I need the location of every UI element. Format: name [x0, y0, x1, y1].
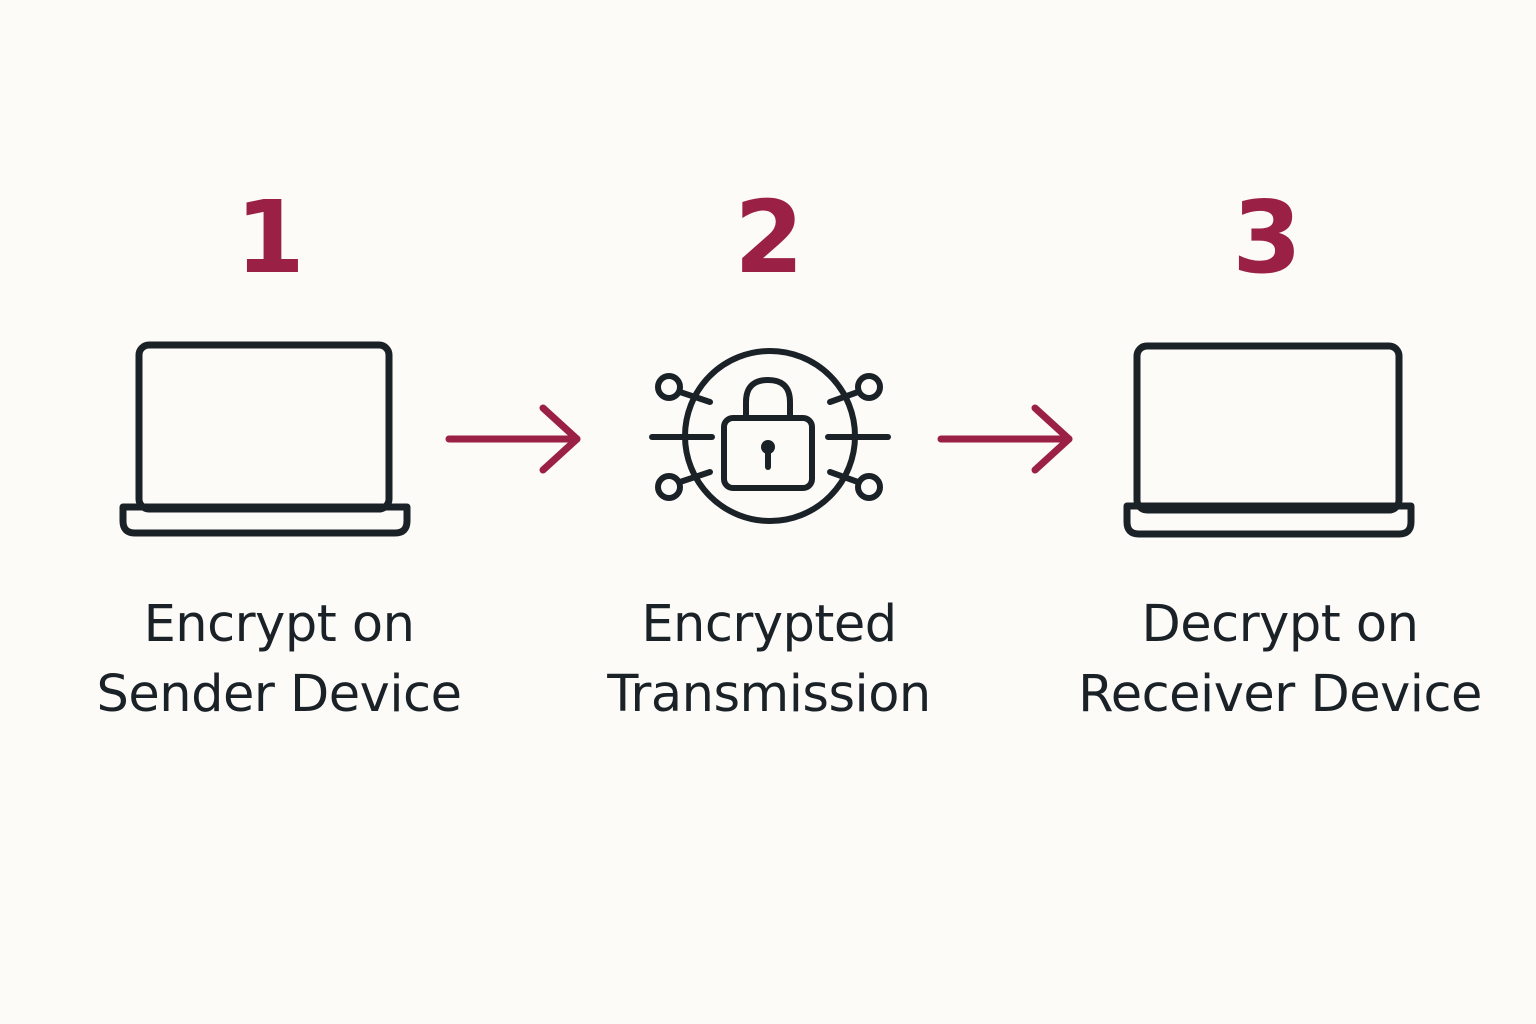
- step-3-label: Decrypt on Receiver Device: [1060, 590, 1500, 730]
- step-3-label-line2: Receiver Device: [1078, 665, 1482, 724]
- encrypted-network-lock-icon: [649, 348, 891, 524]
- step-2-label: Encrypted Transmission: [549, 590, 989, 730]
- step-1-number: 1: [235, 179, 305, 296]
- step-1-label: Encrypt on Sender Device: [59, 590, 499, 730]
- step-3-label-line1: Decrypt on: [1141, 595, 1419, 654]
- arrow-right-icon: [937, 404, 1073, 474]
- step-1-label-line2: Sender Device: [96, 665, 462, 724]
- arrow-right-icon: [445, 404, 581, 474]
- step-2-label-line1: Encrypted: [641, 595, 897, 654]
- step-2-label-line2: Transmission: [607, 665, 931, 724]
- receiver-laptop-icon: [1123, 342, 1415, 538]
- step-2-number: 2: [734, 179, 804, 296]
- sender-laptop-icon: [119, 341, 411, 537]
- step-1-label-line1: Encrypt on: [143, 595, 415, 654]
- step-3-number: 3: [1232, 179, 1302, 296]
